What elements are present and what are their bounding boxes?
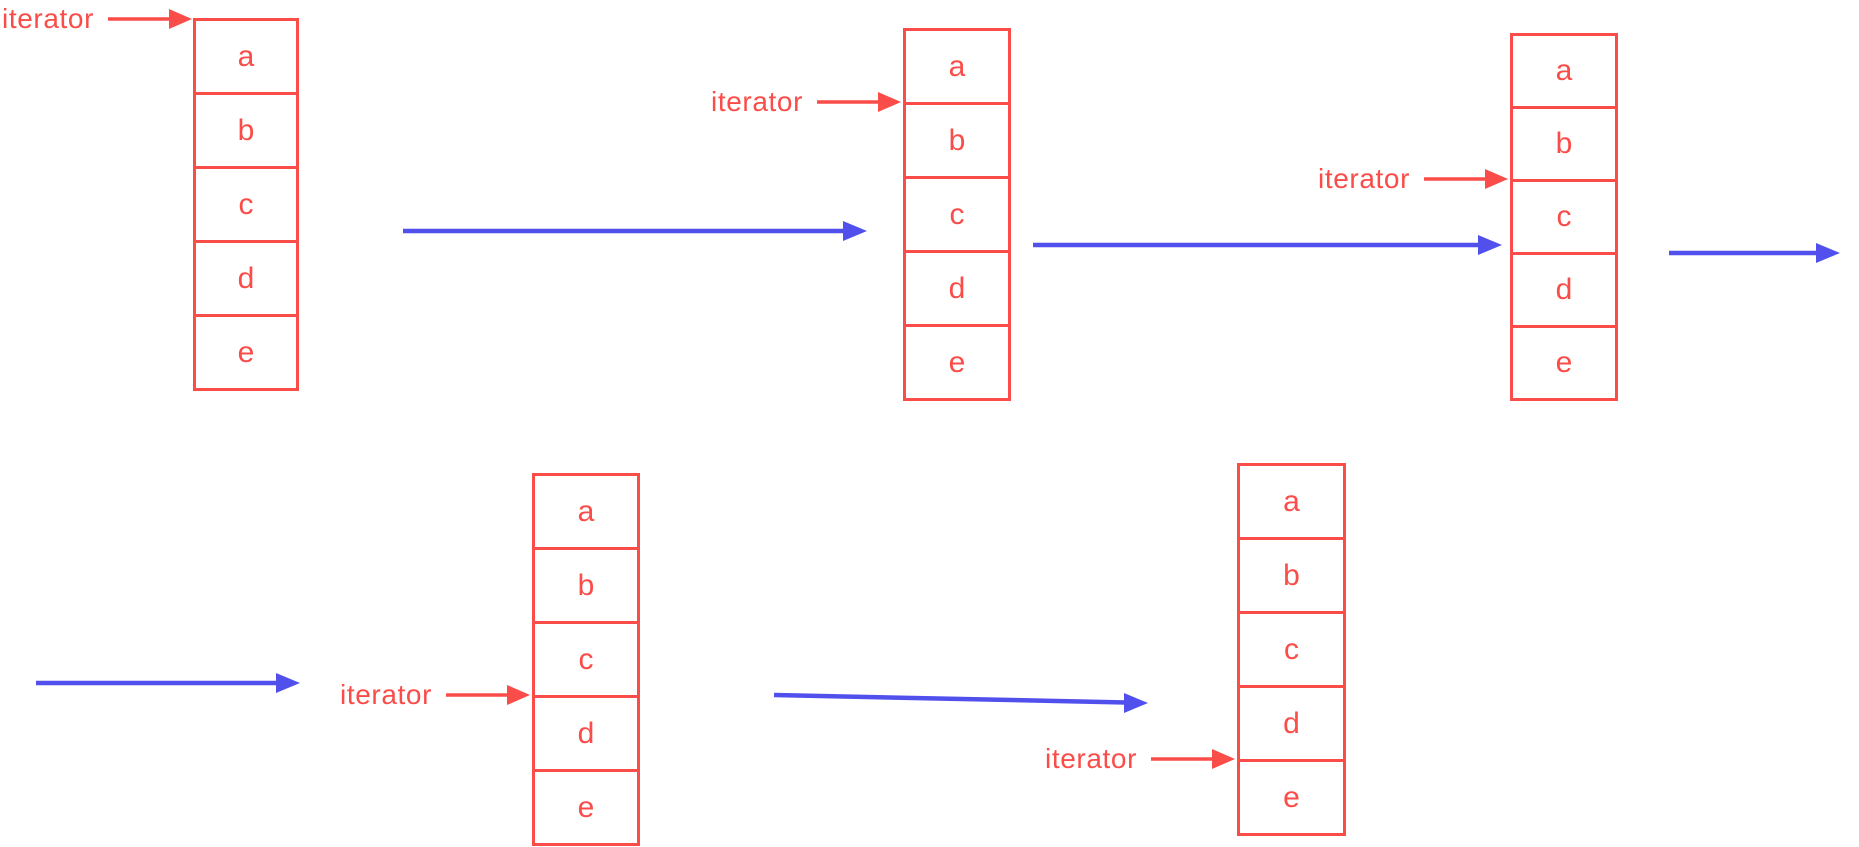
iterator-pointer-5: iterator <box>1045 743 1235 774</box>
list-cell: b <box>903 102 1011 179</box>
iterator-arrow-icon <box>1424 169 1508 189</box>
list-cell: a <box>1237 463 1346 540</box>
list-cell: a <box>532 473 640 550</box>
list-cell: b <box>1510 106 1618 182</box>
list-cell: e <box>193 314 299 391</box>
list-cell: d <box>1510 252 1618 328</box>
iterator-label: iterator <box>1318 163 1410 194</box>
iterator-arrow-icon <box>1151 749 1235 769</box>
list-cell: b <box>1237 537 1346 614</box>
list-cell: d <box>1237 685 1346 762</box>
next-step-arrow-5 <box>774 692 1148 713</box>
iterator-label: iterator <box>1045 743 1137 774</box>
list-state-4: a b c d e <box>532 473 640 846</box>
iterator-pointer-4: iterator <box>340 679 530 710</box>
list-cell: b <box>193 92 299 169</box>
list-cell: a <box>193 18 299 95</box>
iterator-label: iterator <box>711 86 803 117</box>
iterator-arrow-icon <box>446 685 530 705</box>
list-state-2: a b c d e <box>903 28 1011 401</box>
list-cell: c <box>903 176 1011 253</box>
next-step-arrow-2 <box>1033 235 1502 255</box>
iterator-label: iterator <box>340 679 432 710</box>
next-step-arrow-4 <box>36 673 300 693</box>
next-step-arrow-3 <box>1669 243 1840 263</box>
iterator-arrow-icon <box>108 9 192 29</box>
iterator-pointer-3: iterator <box>1318 163 1508 194</box>
list-cell: c <box>193 166 299 243</box>
list-cell: c <box>1237 611 1346 688</box>
list-cell: e <box>1510 325 1618 401</box>
list-cell: d <box>903 250 1011 327</box>
list-cell: c <box>1510 179 1618 255</box>
list-cell: d <box>532 695 640 772</box>
iterator-pointer-2: iterator <box>711 86 901 117</box>
list-cell: e <box>1237 759 1346 836</box>
iterator-pointer-1: iterator <box>2 3 192 34</box>
list-cell: e <box>532 769 640 846</box>
list-state-5: a b c d e <box>1237 463 1346 836</box>
list-cell: a <box>1510 33 1618 109</box>
list-cell: d <box>193 240 299 317</box>
list-state-1: a b c d e <box>193 18 299 391</box>
iterator-arrow-icon <box>817 92 901 112</box>
list-cell: a <box>903 28 1011 105</box>
list-state-3: a b c d e <box>1510 33 1618 401</box>
iterator-label: iterator <box>2 3 94 34</box>
list-cell: c <box>532 621 640 698</box>
next-step-arrow-1 <box>403 221 867 241</box>
list-cell: b <box>532 547 640 624</box>
list-cell: e <box>903 324 1011 401</box>
